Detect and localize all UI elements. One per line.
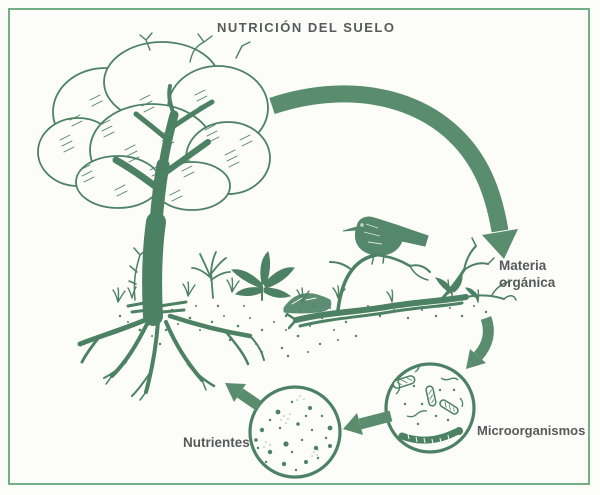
label-materia-organica: Materia orgánica [499,257,555,291]
bacterium-rod [439,399,459,415]
tree-illustration [37,32,271,401]
nutrients-circle-icon [248,385,342,479]
label-materia-line1: Materia [499,258,547,273]
label-nutrientes: Nutrientes [183,435,250,450]
nutrient-speckle-clusters [263,395,319,457]
crown-hatching [59,89,253,202]
bacterium-chain [398,428,460,445]
bird-icon [342,216,429,265]
nutrient-dots [254,400,333,472]
tree-roots [77,300,265,401]
microbes-circle-icon [384,362,476,454]
label-materia-line2: orgánica [499,275,556,290]
broad-leaf-plant [230,251,295,301]
bacterium-rod [425,385,437,407]
label-microorganismos: Microorganismos [477,423,586,438]
tree-trunk [112,84,215,326]
arrow-materia-to-microbes [466,316,494,369]
arrow-tree-to-materia [269,85,518,259]
arrow-nutrients-to-roots [225,383,263,411]
dead-branch-icon [285,237,517,330]
microbe-dots [403,384,463,435]
soil-speckles [118,304,488,358]
crown-twigs [139,32,251,63]
diagram-title: NUTRICIÓN DEL SUELO [217,20,396,35]
soil-mound [283,293,332,314]
ground [112,247,488,358]
cycle-arrows [225,85,518,435]
sapling [128,247,148,301]
spirilla-squiggles [395,363,464,418]
narrow-leaf-plant [191,251,231,299]
arrow-microbes-to-nutrients [343,410,393,435]
ground-plants [191,251,479,314]
